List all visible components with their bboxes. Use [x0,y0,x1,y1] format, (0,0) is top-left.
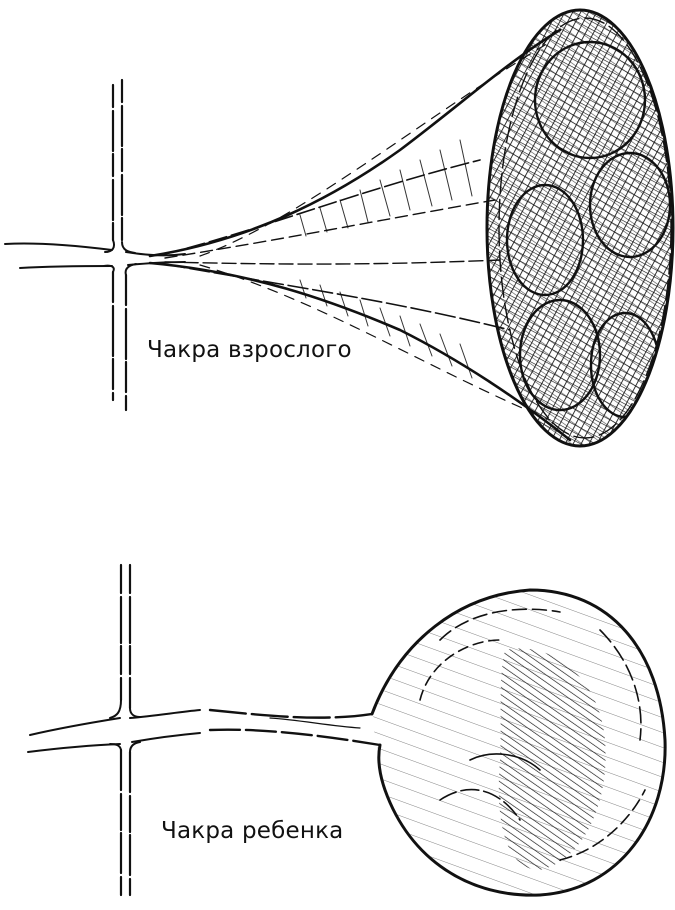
adult-chakra-label: Чакра взрослого [147,337,352,363]
child-chakra-label: Чакра ребенка [161,818,343,844]
child-chakra-figure [28,565,670,905]
adult-chakra-figure [5,5,675,455]
